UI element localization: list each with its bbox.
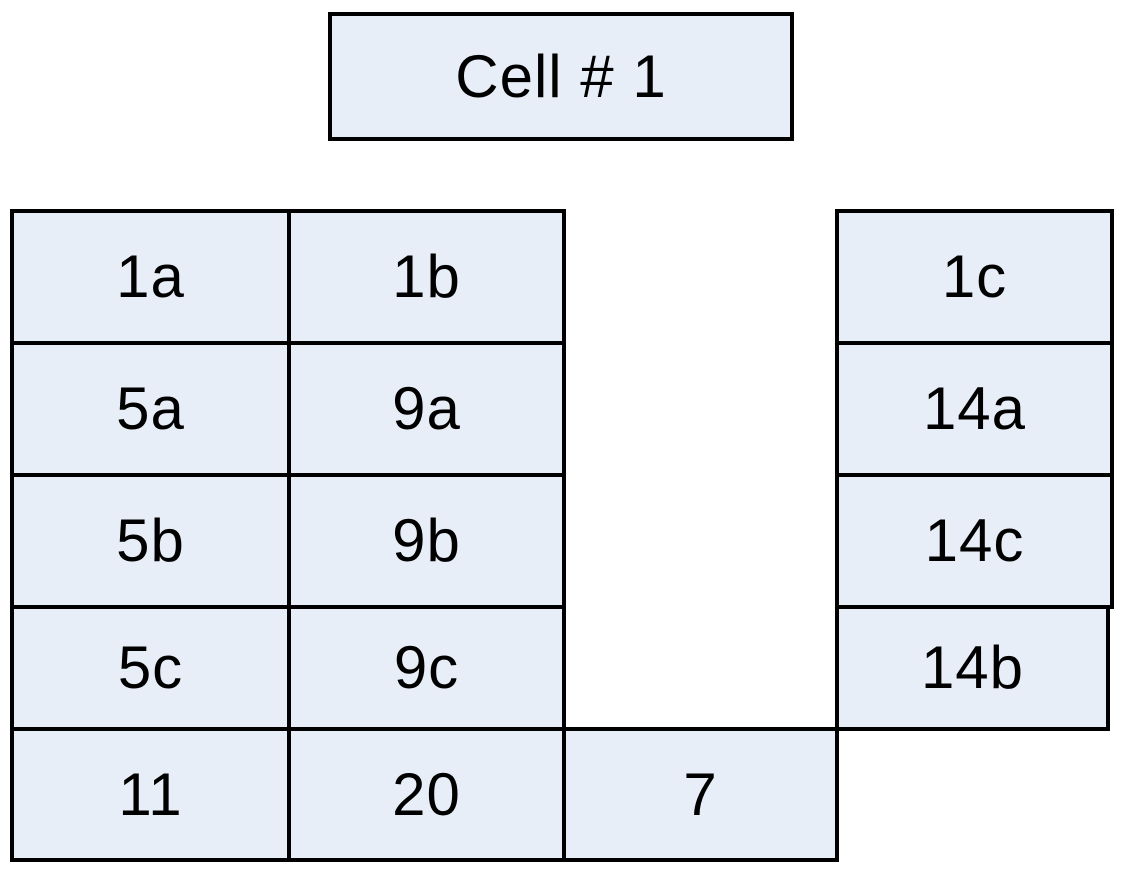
cell-5c: 5c	[10, 605, 291, 731]
cell-9c: 9c	[287, 605, 566, 731]
title-box: Cell # 1	[328, 12, 794, 141]
cell-14b: 14b	[835, 605, 1110, 731]
cell-9a: 9a	[287, 341, 566, 477]
cell-5b: 5b	[10, 473, 291, 609]
cell-14c: 14c	[835, 473, 1114, 609]
cell-7: 7	[562, 727, 839, 862]
cell-14a: 14a	[835, 341, 1114, 477]
cell-1a: 1a	[10, 209, 291, 345]
cell-1b: 1b	[287, 209, 566, 345]
cell-11: 11	[10, 727, 291, 862]
cell-9b: 9b	[287, 473, 566, 609]
cell-5a: 5a	[10, 341, 291, 477]
cell-20: 20	[287, 727, 566, 862]
title-label: Cell # 1	[455, 42, 667, 110]
cell-1c: 1c	[835, 209, 1114, 345]
